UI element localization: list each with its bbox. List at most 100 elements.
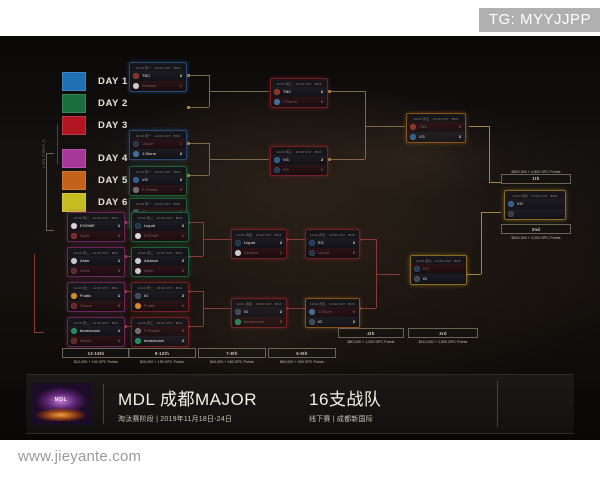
match-card-ub-sf2[interactable]: 11/20 周三 · 18:00 CST · BO3 VG 2 EG 1 [270,146,328,177]
match-card-lb-r5[interactable]: 11/22 周五 · 14:00 CST · BO3 J.Storm 0 IG … [305,298,360,329]
match-header: 11/19 周二 · 11:00 CST · BO1 [73,216,119,221]
legend-day-5: DAY 5 [62,171,128,190]
match-card-lb-r2-m1[interactable]: 11/19 周二 · 17:00 CST · BO3 Liquid 2 EHOM… [131,212,189,243]
connector [34,332,44,333]
match-card-lb-r1-m1[interactable]: 11/19 周二 · 11:00 CST · BO1 EHOME 1 Spiri… [67,212,125,243]
match-header: 11/19 周二 · 14:30 CST · BO1 [73,251,119,256]
team-logo-icon [133,186,139,193]
match-team-row[interactable]: F-Panda 0 [131,185,185,195]
team-score: 0 [117,303,120,309]
connector [376,274,377,308]
match-team-row[interactable]: IG 2 [307,317,358,327]
match-card-lb-r3-m2[interactable]: 11/21 周四 · 15:00 CST · BO3 IG 2 beastcoa… [231,298,287,329]
team-score: 1 [117,293,120,299]
placement-2nd: 2nd $160,000 + 3,000 DPC Points [501,224,571,240]
match-team-row[interactable]: Liquid 1 [131,139,185,149]
team-name: EHOME [80,223,95,229]
connector [489,182,501,183]
match-team-row[interactable]: IG 2 [233,307,285,317]
top-white-strip: TG: MYYJJPP [0,0,600,36]
team-name: Alliance [142,83,157,89]
match-team-row[interactable]: J.Storm 0 [272,97,326,107]
match-team-row[interactable]: Spirit 0 [69,231,123,241]
match-team-row[interactable]: Aster 1 [133,266,187,276]
match-team-row[interactable]: EHOME 1 [69,221,123,231]
match-card-ub-sf1[interactable]: 11/20 周三 · 14:00 CST · BO3 TNC 2 J.Storm… [270,78,328,109]
match-team-row[interactable]: EHOME 1 [133,231,187,241]
match-card-lb-r1-m4[interactable]: 11/19 周二 · 14:30 CST · BO1 beastcoast 1 … [67,317,125,348]
match-team-row[interactable]: beastcoast 0 [233,317,285,327]
placement-rank: 7-8th [198,348,266,359]
match-card-lb-final[interactable]: 11/23 周六 · 14:00 CST · BO3 EG IG [410,255,467,286]
connector [376,274,400,275]
match-team-row[interactable]: VG 2 [408,132,464,142]
match-header: 11/23 周六 · 14:00 CST · BO3 [416,259,461,264]
legend-day-4: DAY 4 [62,149,128,168]
match-card-lb-r2-m3[interactable]: 11/19 周二 · 18:00 CST · BO3 IG 2 Fnatic 1 [131,282,189,313]
match-team-row[interactable]: J.Storm 2 [131,149,185,159]
match-card-ub-r1-m2[interactable]: 11/18 周一 · 11:00 CST · BO3 Liquid 1 J.St… [129,130,187,161]
match-team-row[interactable]: Fnatic 1 [133,301,187,311]
connector [469,126,489,127]
match-team-row[interactable]: Liquid 2 [133,221,187,231]
match-card-ub-r1-m3[interactable]: 11/18 周一 · 14:00 CST · BO3 VG 2 F-Panda … [129,166,187,197]
placement-rank: 1th [501,173,571,184]
match-team-row[interactable]: Aster 1 [69,256,123,266]
match-team-row[interactable]: VG [506,199,564,209]
match-team-row[interactable]: F-Panda 0 [133,326,187,336]
team-score: 2 [181,338,184,344]
connector-node [124,325,127,328]
match-team-row[interactable]: Fnatic 1 [69,291,123,301]
match-team-row[interactable]: IG 2 [133,291,187,301]
match-card-lb-r1-m2[interactable]: 11/19 周二 · 14:30 CST · BO1 Aster 1 Geek … [67,247,125,278]
team-logo-icon [508,200,514,207]
match-team-row[interactable]: TNC 0 [408,122,464,132]
team-logo-icon [71,267,77,274]
team-score: 2 [352,240,355,246]
match-team-row[interactable]: EG 1 [272,165,326,175]
match-card-lb-r4[interactable]: 11/22 周五 · 18:00 CST · BO3 EG 2 Liquid 0 [305,229,360,260]
match-card-lb-r2-m4[interactable]: 11/20 周三 · 15:00 CST · BO3 F-Panda 0 bea… [131,317,189,348]
match-team-row[interactable]: IG [412,274,465,284]
match-team-row[interactable] [506,209,564,219]
team-name: EG [318,240,324,246]
match-team-row[interactable]: TNC 2 [272,87,326,97]
match-card-lb-r2-m2[interactable]: 11/20 周三 · 11:00 CST · BO3 Alliance 2 As… [131,247,189,278]
match-card-lb-r3-m1[interactable]: 11/21 周四 · 11:00 CST · BO3 Liquid 2 Alli… [231,229,287,260]
match-team-row[interactable]: Alliance 1 [131,81,185,91]
match-team-row[interactable]: TNC 2 [131,71,185,81]
match-team-row[interactable]: VG 2 [272,155,326,165]
match-card-ub-r1-m1[interactable]: 11/18 周一 · 14:00 CST · BO3 TNC 2 Allianc… [129,62,187,93]
legend-day-label: DAY 4 [98,153,128,164]
match-team-row[interactable]: Liquid 0 [307,248,358,258]
team-name: Alliance [144,258,159,264]
match-team-row[interactable]: EG [412,264,465,274]
team-score: 2 [320,157,323,163]
match-team-row[interactable]: Alliance 2 [133,256,187,266]
match-team-row[interactable]: beastcoast 1 [69,326,123,336]
match-card-ub-final[interactable]: 11/22 周五 · 14:00 CST · BO3 TNC 0 VG 2 [406,113,466,144]
legend-day-label: DAY 2 [98,98,128,109]
match-team-row[interactable]: J.Storm 0 [307,307,358,317]
match-team-row[interactable]: Adroit 0 [69,336,123,346]
match-card-lb-r1-m3[interactable]: 11/19 周二 · 11:00 CST · BO1 Fnatic 1 Chao… [67,282,125,313]
banner-divider [103,384,104,424]
team-name: EG [283,167,289,173]
telegram-watermark: TG: MYYJJPP [478,8,600,32]
match-card-grand-final[interactable]: 11/24 周日 · 17:00 CST · BO5 VG [504,190,566,221]
legend-day-label: DAY 6 [98,197,128,208]
team-name: beastcoast [244,319,264,325]
match-team-row[interactable]: Liquid 2 [233,238,285,248]
match-team-row[interactable]: Geek 0 [69,266,123,276]
match-team-row[interactable]: Chaos 0 [69,301,123,311]
match-team-row[interactable]: VG 2 [131,175,185,185]
legend-group-label: LAN FINALS [41,138,46,168]
match-team-row[interactable]: Alliance 1 [233,248,285,258]
match-team-row[interactable]: IG 0 [131,207,185,217]
team-score: 0 [117,233,120,239]
team-logo-icon [135,232,141,239]
legend-day-6: DAY 6 [62,193,128,212]
match-team-row[interactable]: beastcoast 2 [133,336,187,346]
match-team-row[interactable]: EG 2 [307,238,358,248]
match-header: 11/22 周五 · 14:00 CST · BO3 [310,302,355,307]
